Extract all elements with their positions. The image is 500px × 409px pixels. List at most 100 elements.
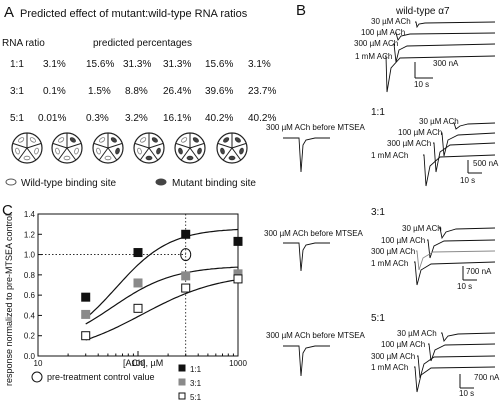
current-trace [417,355,496,379]
percent-cell: 3.1% [248,59,271,70]
wild-type-site-icon [5,178,17,186]
percent-cell: 15.6% [86,59,114,70]
legend-series-3-1: 3:1 [190,379,202,388]
percent-cell: 1.5% [88,86,111,97]
data-point [233,236,243,246]
wild-type-site-icon [137,147,142,155]
mutant-site-icon [151,137,158,143]
percent-cell: 0.3% [86,113,109,124]
before-mtsea-label: 300 µM ACh before MTSEA [266,123,366,132]
ratio-title: 5:1 [371,313,385,324]
wild-type-site-icon [55,147,60,155]
scale-time: 10 s [460,176,475,185]
current-trace [423,154,496,187]
ratio-3-1-traces: 3:1 300 µM ACh before MTSEA 30 µM ACh 10… [264,207,496,291]
x-tick-label: 1000 [229,359,247,368]
panel-a-letter: A [4,4,14,21]
legend-mutant: Mutant binding site [172,178,256,189]
current-trace [433,142,496,173]
y-tick-label: 0.8 [24,271,36,280]
table-row: 1:1 3.1% 15.6% 31.3% 31.3% 15.6% 3.1% [10,59,271,70]
subunit-divider [148,142,164,149]
mutant-site-icon [145,155,153,161]
y-tick-label: 0.0 [24,352,36,361]
chart-legend: pre-treatment control value 1:1 3:1 5:1 [31,364,202,402]
subunit-divider [175,142,191,149]
subunit-divider [17,147,28,161]
subunit-divider [180,147,191,161]
trace-label-30: 30 µM ACh [371,17,411,26]
y-tick-label: 0.2 [24,332,36,341]
wild-type-site-icon [96,147,101,155]
percent-cell: 40.2% [205,113,233,124]
trace-label-100: 100 µM ACh [381,340,425,349]
scale-current: 500 nA [473,159,499,168]
x-tick-label: 10 [34,359,43,368]
binding-site-legend: Wild-type binding site Mutant binding si… [5,178,256,189]
percent-cell: 0.01% [38,113,66,124]
y-axis-label: response normalized to pre-MTSEA control [4,214,14,386]
panel-a: A Predicted effect of mutant:wild-type R… [2,4,276,189]
receptor-pentamer-icon [11,132,43,164]
mutant-site-icon [223,137,230,143]
subunit-divider [93,142,109,149]
scale-time: 10 s [459,389,474,398]
percent-cell: 0.1% [43,86,66,97]
ratio-1-1-traces: 1:1 300 µM ACh before MTSEA 30 µM ACh 10… [266,107,499,187]
trace-label-300: 300 µM ACh [371,247,415,256]
subunit-divider [231,147,242,161]
wild-type-title: wild-type α7 [395,6,450,17]
current-trace [395,32,496,41]
trace-label-30: 30 µM ACh [402,224,442,233]
mutant-site-icon [234,137,241,143]
data-point [133,303,143,313]
data-point [233,274,243,284]
scale-time: 10 s [457,282,472,291]
data-point [181,271,191,281]
scale-bar [414,62,433,79]
subunit-divider [12,142,28,149]
subunit-divider [217,142,233,149]
subunit-divider [134,142,150,149]
percent-cell: 3.1% [43,59,66,70]
rna-ratio-header: RNA ratio [2,38,45,49]
subunit-divider [107,142,123,149]
table-row: 3:1 0.1% 1.5% 8.8% 26.4% 39.6% 23.7% [10,86,276,97]
wild-type-site-icon [58,137,65,143]
percent-cell: 8.8% [125,86,148,97]
wild-type-traces: wild-type α7 30 µM ACh 100 µM ACh 300 µM… [354,6,496,93]
subunit-divider [66,142,82,149]
mutant-site-icon [110,137,117,143]
trace-label-1000: 1 mM ACh [371,259,408,268]
percent-cell: 3.2% [125,113,148,124]
data-point [133,248,143,258]
trace-label-1000: 1 mM ACh [371,363,408,372]
panel-c: C response normalized to pre-MTSEA contr… [2,202,247,402]
percent-cell: 31.3% [123,59,151,70]
ratio-cell: 1:1 [10,59,24,70]
y-tick-label: 0.6 [24,291,36,300]
subunit-divider [26,147,37,161]
scale-current: 300 nA [433,59,459,68]
ratio-cell: 3:1 [10,86,24,97]
mutant-site-icon [156,147,161,155]
current-trace [414,261,496,286]
pretreatment-marker-icon [31,371,43,383]
wild-type-site-icon [23,155,31,161]
subunit-divider [222,147,233,161]
panel-b-letter: B [296,2,306,19]
current-trace [414,366,496,393]
wild-type-site-icon [181,137,188,143]
ratio-cell: 5:1 [10,113,24,124]
subunit-divider [52,142,68,149]
trace-label-300: 300 µM ACh [387,139,431,148]
pretreatment-point [180,248,192,262]
panel-a-title: Predicted effect of mutant:wild-type RNA… [20,8,248,20]
wild-type-site-icon [104,155,112,161]
mutant-site-icon [228,155,236,161]
panel-c-letter: C [2,202,13,219]
subunit-divider [231,142,247,149]
fit-curve [85,228,238,319]
mutant-site-icon [192,137,199,143]
trace-label-100: 100 µM ACh [381,236,425,245]
